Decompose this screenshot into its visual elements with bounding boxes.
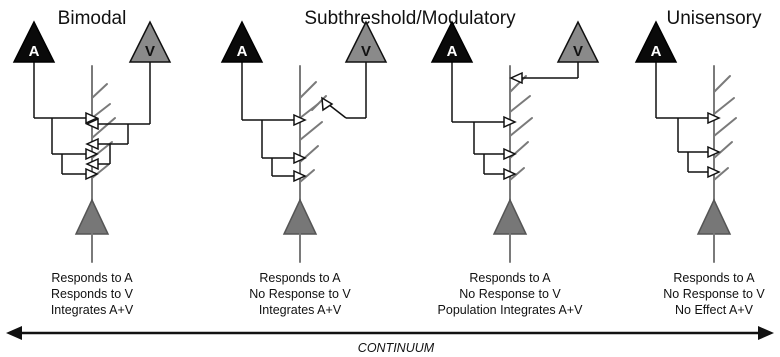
input-wires bbox=[655, 60, 708, 173]
panel-unisensory: Unisensory A bbox=[634, 8, 765, 317]
target-neuron bbox=[492, 198, 528, 263]
response-line: Integrates A+V bbox=[259, 303, 342, 317]
synapse-group bbox=[503, 71, 523, 181]
response-line: Responds to A bbox=[51, 271, 133, 285]
input-wires bbox=[451, 60, 579, 175]
target-neuron bbox=[696, 198, 732, 263]
response-line: Responds to V bbox=[51, 287, 134, 301]
dendrite-tree bbox=[509, 65, 533, 206]
response-description: Responds to A No Response to V Integrate… bbox=[249, 271, 351, 317]
target-neuron bbox=[282, 198, 318, 263]
panel-population: A V Responds to A No Response to V Popul… bbox=[430, 20, 600, 317]
visual-neuron: V bbox=[344, 20, 388, 63]
synapse-group bbox=[85, 111, 99, 181]
visual-label: V bbox=[361, 43, 371, 60]
response-line: No Response to V bbox=[249, 287, 351, 301]
dendrite-tree bbox=[713, 65, 737, 206]
visual-label: V bbox=[573, 43, 583, 60]
panel-bimodal: Bimodal bbox=[12, 8, 172, 317]
visual-label: V bbox=[145, 43, 155, 60]
panel-title: Unisensory bbox=[666, 8, 762, 29]
continuum-label: CONTINUUM bbox=[358, 341, 435, 355]
auditory-neuron: A bbox=[430, 20, 474, 63]
auditory-neuron: A bbox=[220, 20, 264, 63]
dendrite-tree bbox=[299, 65, 327, 206]
panel-title: Subthreshold/Modulatory bbox=[304, 8, 516, 29]
dendrite-tree bbox=[91, 65, 116, 206]
response-line: No Response to V bbox=[459, 287, 561, 301]
auditory-label: A bbox=[29, 43, 40, 60]
auditory-label: A bbox=[447, 43, 458, 60]
right-arrowhead-icon bbox=[758, 326, 774, 340]
visual-neuron: V bbox=[128, 20, 172, 63]
response-line: Integrates A+V bbox=[51, 303, 134, 317]
response-description: Responds to A Responds to V Integrates A… bbox=[51, 271, 134, 317]
response-description: Responds to A No Response to V Populatio… bbox=[438, 271, 584, 317]
input-wires bbox=[241, 60, 367, 177]
response-line: No Effect A+V bbox=[675, 303, 754, 317]
auditory-neuron: A bbox=[634, 20, 678, 63]
target-neuron bbox=[74, 198, 110, 263]
continuum-axis: CONTINUUM bbox=[6, 326, 774, 355]
visual-neuron: V bbox=[556, 20, 600, 63]
response-description: Responds to A No Response to V No Effect… bbox=[663, 271, 765, 317]
response-line: Responds to A bbox=[259, 271, 341, 285]
synapse-group bbox=[293, 96, 334, 183]
left-arrowhead-icon bbox=[6, 326, 22, 340]
response-line: No Response to V bbox=[663, 287, 765, 301]
synapse-group bbox=[707, 111, 721, 179]
response-line: Responds to A bbox=[673, 271, 755, 285]
panel-subthreshold: Subthreshold/Modulatory bbox=[220, 8, 516, 317]
response-line: Population Integrates A+V bbox=[438, 303, 584, 317]
auditory-label: A bbox=[237, 43, 248, 60]
auditory-neuron: A bbox=[12, 20, 56, 63]
panel-title: Bimodal bbox=[58, 8, 127, 29]
auditory-label: A bbox=[651, 43, 662, 60]
input-wires bbox=[33, 60, 151, 175]
response-line: Responds to A bbox=[469, 271, 551, 285]
